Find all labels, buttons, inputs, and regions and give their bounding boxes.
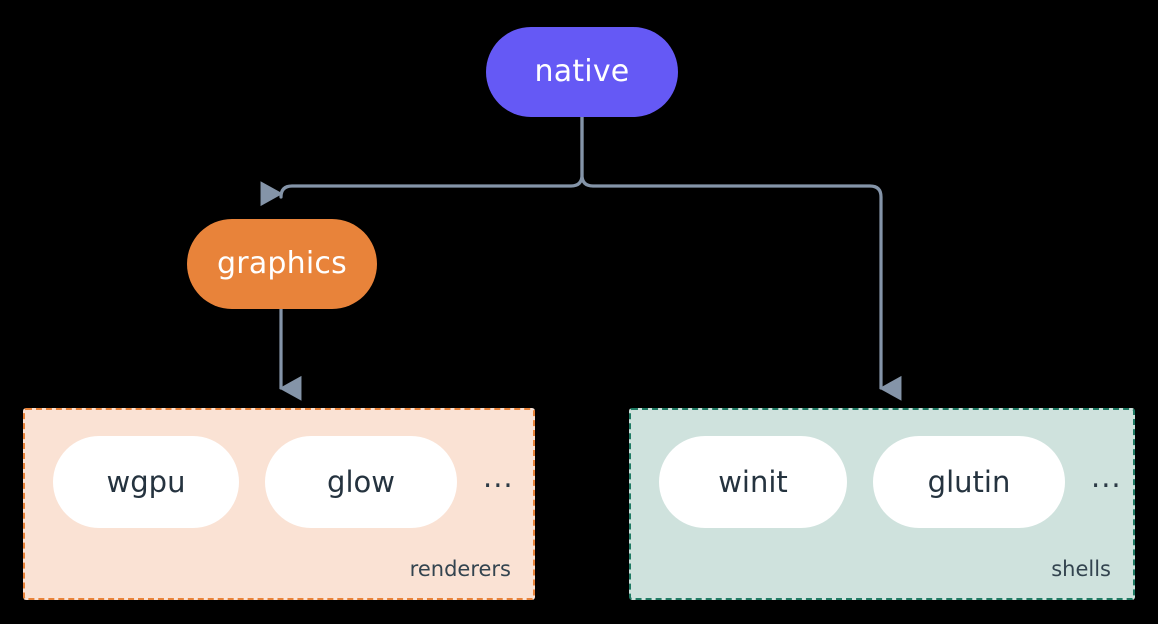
edge-native-to-graphics	[260, 115, 584, 207]
node-graphics-label: graphics	[217, 246, 347, 281]
group-shells-items: winit glutin ...	[659, 436, 1122, 528]
node-native[interactable]: native	[486, 27, 678, 117]
chip-wgpu-label: wgpu	[106, 464, 186, 499]
group-renderers: wgpu glow ... renderers	[23, 408, 535, 600]
group-renderers-items: wgpu glow ...	[53, 436, 514, 528]
chip-wgpu[interactable]: wgpu	[53, 436, 239, 528]
group-renderers-caption: renderers	[409, 557, 511, 581]
shells-overflow-ellipsis: ...	[1091, 459, 1122, 494]
chip-winit-label: winit	[718, 464, 788, 499]
node-graphics[interactable]: graphics	[187, 219, 377, 309]
chip-glutin-label: glutin	[927, 464, 1011, 499]
node-native-label: native	[534, 54, 630, 89]
edge-native-to-shells	[580, 115, 902, 401]
chip-winit[interactable]: winit	[659, 436, 847, 528]
chip-glutin[interactable]: glutin	[873, 436, 1065, 528]
chip-glow-label: glow	[327, 464, 395, 499]
chip-glow[interactable]: glow	[265, 436, 457, 528]
group-shells-caption: shells	[1051, 557, 1111, 581]
renderers-overflow-ellipsis: ...	[483, 459, 514, 494]
group-shells: winit glutin ... shells	[629, 408, 1135, 600]
